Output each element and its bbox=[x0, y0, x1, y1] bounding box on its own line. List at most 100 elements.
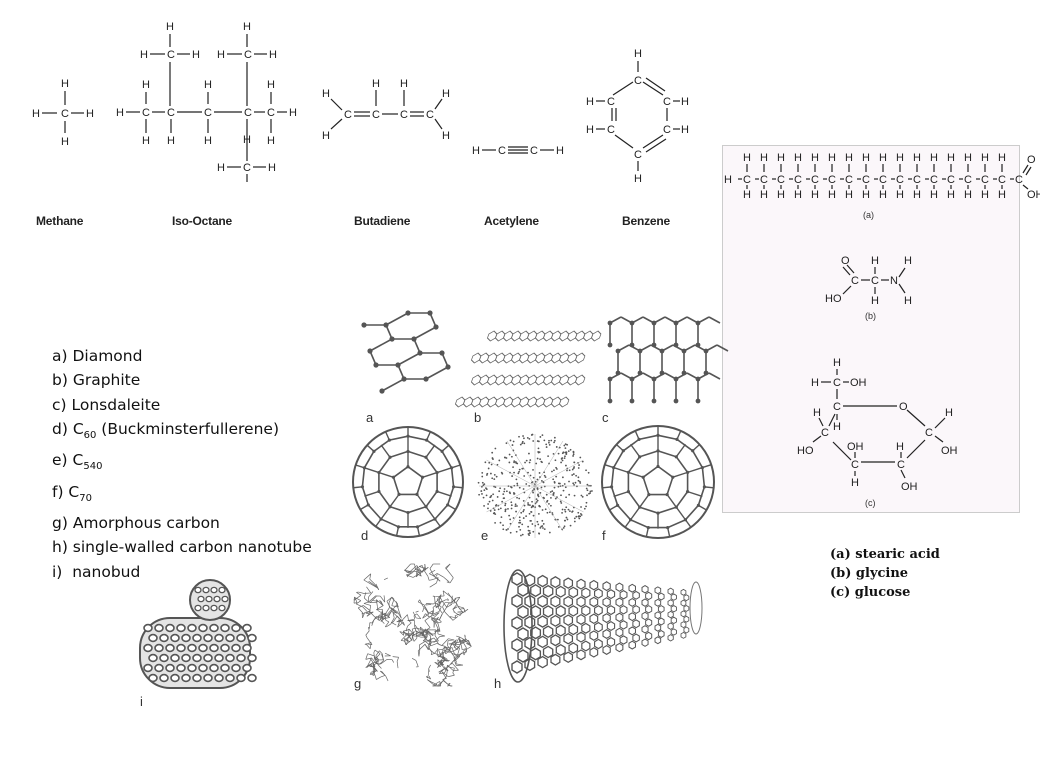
svg-text:OH: OH bbox=[850, 377, 867, 389]
methane-structure: H H C H H bbox=[28, 75, 108, 155]
c60-fullerene bbox=[348, 422, 468, 542]
svg-text:C: C bbox=[372, 109, 380, 121]
svg-text:H: H bbox=[269, 49, 277, 61]
svg-text:C: C bbox=[896, 174, 904, 186]
svg-text:H: H bbox=[998, 189, 1006, 201]
svg-text:H: H bbox=[442, 88, 450, 100]
graphite-layers bbox=[472, 320, 592, 420]
svg-text:H: H bbox=[167, 135, 175, 147]
butadiene-structure: H H C C H C H C H H bbox=[318, 75, 458, 155]
svg-text:H: H bbox=[116, 107, 124, 119]
svg-text:C: C bbox=[964, 174, 972, 186]
svg-text:H: H bbox=[86, 108, 94, 120]
isooctane-structure: H H C H H H C H H C C C C C H H H H H H … bbox=[110, 18, 310, 183]
svg-text:C: C bbox=[663, 96, 671, 108]
c540-fullerene bbox=[470, 428, 600, 548]
svg-text:H: H bbox=[904, 255, 912, 267]
svg-text:H: H bbox=[871, 255, 879, 267]
svg-text:OH: OH bbox=[847, 441, 864, 453]
panel-letter-f: f bbox=[602, 528, 606, 543]
svg-text:H: H bbox=[61, 136, 69, 148]
carbon-nanotube bbox=[492, 556, 712, 686]
panel-letter-i: i bbox=[140, 694, 143, 709]
svg-text:H: H bbox=[879, 189, 887, 201]
svg-text:H: H bbox=[634, 173, 642, 185]
legend-c70: f) C70 bbox=[52, 480, 312, 511]
amorphous-carbon bbox=[350, 560, 480, 690]
svg-text:H: H bbox=[913, 189, 921, 201]
svg-text:C: C bbox=[167, 107, 175, 119]
legend-graphite: b) Graphite bbox=[52, 368, 312, 392]
panel-letter-e: e bbox=[481, 528, 488, 543]
svg-text:H: H bbox=[913, 152, 921, 164]
svg-text:H: H bbox=[947, 152, 955, 164]
svg-text:H: H bbox=[322, 130, 330, 142]
svg-text:H: H bbox=[586, 124, 594, 136]
svg-text:H: H bbox=[166, 21, 174, 33]
svg-text:HO: HO bbox=[825, 293, 842, 305]
svg-text:C: C bbox=[851, 275, 859, 287]
svg-text:H: H bbox=[811, 152, 819, 164]
svg-text:C: C bbox=[760, 174, 768, 186]
svg-text:H: H bbox=[204, 135, 212, 147]
methane-label: Methane bbox=[36, 214, 83, 228]
panel-letter-h: h bbox=[494, 676, 501, 691]
glycine-structure: O C C H H N H H HO bbox=[823, 250, 943, 310]
svg-text:H: H bbox=[862, 152, 870, 164]
svg-text:C: C bbox=[243, 162, 251, 174]
diamond-lattice bbox=[352, 305, 462, 415]
svg-text:HO: HO bbox=[797, 445, 814, 457]
svg-text:H: H bbox=[964, 189, 972, 201]
svg-text:C: C bbox=[845, 174, 853, 186]
panel-letter-b: b bbox=[474, 410, 481, 425]
svg-text:H: H bbox=[760, 189, 768, 201]
svg-text:H: H bbox=[681, 96, 689, 108]
svg-text:H: H bbox=[862, 189, 870, 201]
svg-text:H: H bbox=[268, 162, 276, 174]
svg-text:H: H bbox=[777, 152, 785, 164]
svg-text:H: H bbox=[243, 134, 251, 146]
svg-text:C: C bbox=[833, 401, 841, 413]
svg-text:H: H bbox=[879, 152, 887, 164]
benzene-structure: H C C C C C C H H H H H bbox=[585, 45, 695, 185]
svg-text:H: H bbox=[61, 78, 69, 90]
svg-text:C: C bbox=[244, 49, 252, 61]
svg-text:H: H bbox=[777, 189, 785, 201]
svg-text:H: H bbox=[142, 79, 150, 91]
svg-text:C: C bbox=[925, 427, 933, 439]
svg-text:C: C bbox=[426, 109, 434, 121]
svg-text:H: H bbox=[681, 124, 689, 136]
svg-text:H: H bbox=[140, 49, 148, 61]
svg-text:H: H bbox=[828, 152, 836, 164]
svg-text:H: H bbox=[442, 130, 450, 142]
svg-text:C: C bbox=[498, 145, 506, 157]
svg-text:H: H bbox=[845, 152, 853, 164]
svg-text:H: H bbox=[400, 78, 408, 90]
svg-text:H: H bbox=[833, 421, 841, 433]
svg-text:C: C bbox=[777, 174, 785, 186]
legend-c60: d) C60 (Buckminsterfullerene) bbox=[52, 417, 312, 448]
svg-text:C: C bbox=[828, 174, 836, 186]
svg-text:C: C bbox=[794, 174, 802, 186]
svg-text:H: H bbox=[998, 152, 1006, 164]
svg-text:O: O bbox=[841, 255, 850, 267]
panel-label-c: (c) bbox=[865, 498, 876, 508]
svg-text:C: C bbox=[142, 107, 150, 119]
nanobud bbox=[132, 578, 262, 698]
svg-text:C: C bbox=[530, 145, 538, 157]
svg-text:C: C bbox=[344, 109, 352, 121]
svg-text:H: H bbox=[904, 295, 912, 307]
svg-text:H: H bbox=[833, 357, 841, 369]
svg-text:OH: OH bbox=[901, 481, 918, 493]
isooctane-label: Iso-Octane bbox=[172, 214, 232, 228]
svg-text:C: C bbox=[634, 75, 642, 87]
stearic-acid-structure: HCHHCHHCHHCHHCHHCHHCHHCHHCHHCHHCHHCHHCHH… bbox=[723, 146, 1019, 206]
svg-text:H: H bbox=[289, 107, 297, 119]
svg-text:H: H bbox=[945, 407, 953, 419]
svg-text:C: C bbox=[981, 174, 989, 186]
svg-text:C: C bbox=[930, 174, 938, 186]
svg-text:C: C bbox=[61, 108, 69, 120]
svg-text:C: C bbox=[267, 107, 275, 119]
svg-text:H: H bbox=[217, 162, 225, 174]
svg-text:OH: OH bbox=[941, 445, 958, 457]
